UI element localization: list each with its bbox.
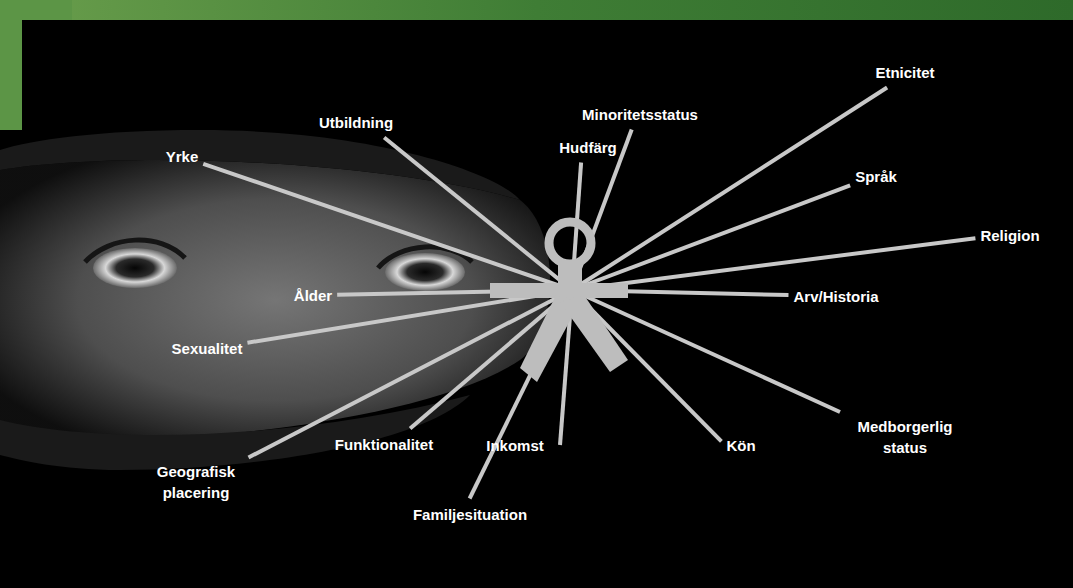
eye bbox=[93, 248, 177, 288]
factor-label: Yrke bbox=[166, 146, 199, 167]
face-photo bbox=[0, 160, 550, 440]
symbol-neck bbox=[558, 262, 582, 300]
factor-label: Arv/Historia bbox=[793, 286, 878, 307]
factor-label: Religion bbox=[980, 225, 1039, 246]
factor-label: Sexualitet bbox=[172, 338, 243, 359]
factor-label: Språk bbox=[855, 166, 897, 187]
eye bbox=[385, 253, 465, 291]
factor-label: Ålder bbox=[294, 285, 332, 306]
symbol-ring bbox=[549, 222, 591, 264]
factor-label: Etnicitet bbox=[875, 62, 934, 83]
leader-line bbox=[572, 238, 975, 290]
leader-line bbox=[203, 164, 572, 290]
leader-line bbox=[249, 290, 573, 457]
factor-label: Inkomst bbox=[486, 435, 544, 456]
headscarf bbox=[0, 395, 470, 470]
leader-line bbox=[572, 88, 887, 291]
factor-label: Kön bbox=[726, 435, 755, 456]
factor-label: Hudfärg bbox=[559, 137, 617, 158]
factor-label: Familjesituation bbox=[413, 504, 527, 525]
factor-label: Geografisk placering bbox=[149, 461, 244, 503]
factor-label: Minoritetsstatus bbox=[582, 104, 698, 125]
headscarf bbox=[0, 130, 520, 200]
symbol-leg bbox=[560, 295, 628, 372]
factor-label: Funktionalitet bbox=[335, 434, 433, 455]
eyelid bbox=[85, 240, 185, 262]
factor-label: Utbildning bbox=[319, 112, 393, 133]
leader-line bbox=[572, 185, 850, 290]
factor-label: Medborgerlig status bbox=[845, 416, 965, 458]
leader-line bbox=[384, 138, 572, 291]
